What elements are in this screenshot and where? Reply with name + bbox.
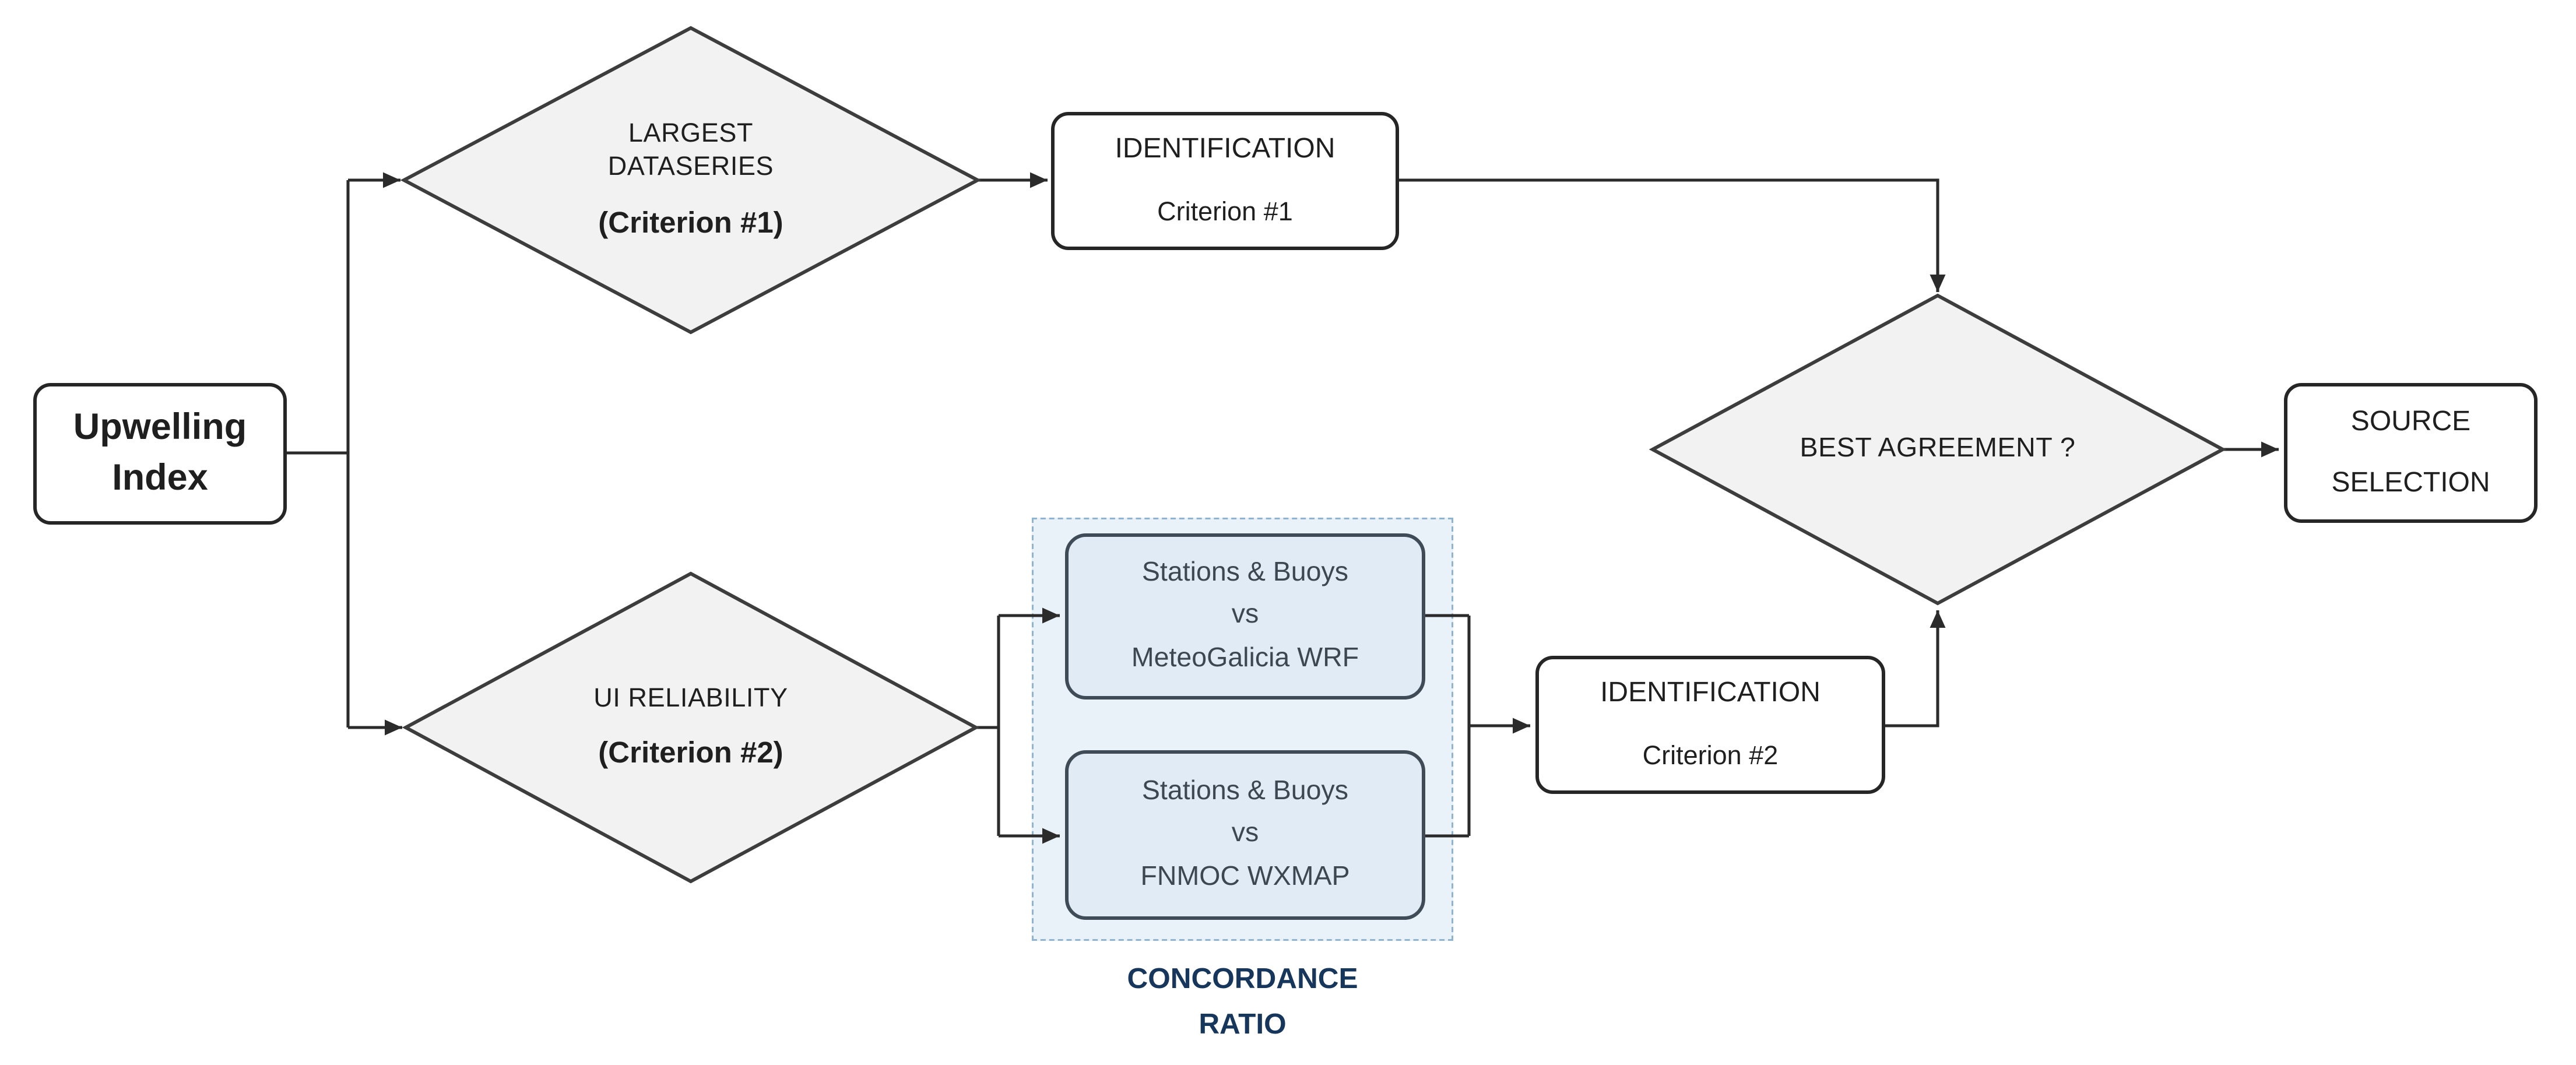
- identification1-subtitle: Criterion #1: [1157, 196, 1293, 227]
- identification2-title: IDENTIFICATION: [1600, 677, 1821, 708]
- criterion-2-label: (Criterion #2): [598, 736, 783, 770]
- stations-meteogalicia-line3: MeteoGalicia WRF: [1131, 642, 1359, 673]
- stations-meteogalicia-line1: Stations & Buoys: [1141, 558, 1349, 589]
- identification2-subtitle: Criterion #2: [1642, 740, 1779, 771]
- node-identification-criterion2: IDENTIFICATION Criterion #2: [1535, 656, 1885, 794]
- concordance-caption-line2: RATIO: [1199, 1009, 1287, 1041]
- upwelling-index-line2: Index: [112, 457, 208, 498]
- node-stations-vs-meteogalicia: Stations & Buoys vs MeteoGalicia WRF: [1065, 533, 1425, 700]
- source-selection-line1: SOURCE: [2350, 406, 2471, 437]
- best-agreement-label: BEST AGREEMENT ?: [1800, 434, 2076, 464]
- stations-meteogalicia-line2: vs: [1231, 600, 1259, 631]
- stations-fnmoc-line1: Stations & Buoys: [1141, 777, 1349, 807]
- decision-ui-reliability-label: UI RELIABILITY (Criterion #2): [406, 574, 976, 881]
- concordance-caption-line1: CONCORDANCE: [1127, 964, 1358, 996]
- upwelling-index-line1: Upwelling: [73, 407, 247, 448]
- connector-ident2-to-bestagreement: [1885, 610, 1946, 727]
- stations-fnmoc-line3: FNMOC WXMAP: [1140, 861, 1350, 891]
- node-source-selection: SOURCE SELECTION: [2284, 383, 2538, 523]
- criterion-1-label: (Criterion #1): [598, 205, 783, 239]
- largest-dataseries-line1: LARGEST: [628, 119, 754, 149]
- decision-best-agreement-label: BEST AGREEMENT ?: [1653, 296, 2223, 603]
- concordance-ratio-caption: CONCORDANCE RATIO: [1032, 958, 1453, 1049]
- connector-ident1-to-bestagreement: [1399, 178, 1946, 292]
- stations-fnmoc-line2: vs: [1231, 819, 1259, 849]
- node-upwelling-index: Upwelling Index: [33, 383, 287, 525]
- source-selection-line2: SELECTION: [2331, 468, 2490, 498]
- largest-dataseries-line2: DATASERIES: [607, 152, 774, 182]
- node-stations-vs-fnmoc: Stations & Buoys vs FNMOC WXMAP: [1065, 750, 1425, 920]
- ui-reliability-label: UI RELIABILITY: [593, 683, 788, 713]
- identification1-title: IDENTIFICATION: [1115, 133, 1336, 164]
- node-identification-criterion1: IDENTIFICATION Criterion #1: [1051, 112, 1399, 250]
- decision-largest-dataseries-label: LARGEST DATASERIES (Criterion #1): [404, 28, 978, 332]
